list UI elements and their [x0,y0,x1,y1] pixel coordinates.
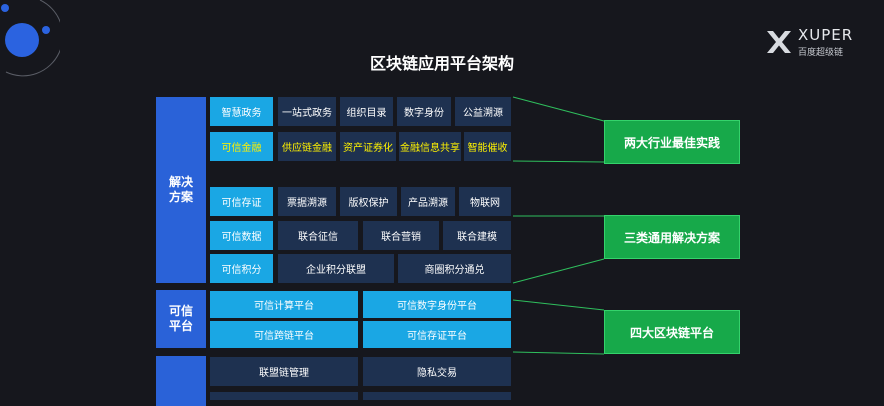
cell-trusted-digital-identity-platform: 可信数字身份平台 [363,291,511,318]
cell-trusted-cross-chain-platform: 可信跨链平台 [210,321,358,348]
cell-copyright-protection: 版权保护 [340,187,397,216]
connector-line [512,96,605,122]
cell-joint-marketing: 联合营销 [363,221,439,250]
section-solution: 解决方案 [156,97,206,283]
cell-trusted-data: 可信数据 [210,221,273,250]
logo-subtitle: 百度超级链 [798,48,844,58]
cell-base-partial-left [210,392,358,400]
connector-line [512,258,605,284]
cell-iot: 物联网 [459,187,511,216]
cell-one-stop-government: 一站式政务 [278,97,336,126]
cell-org-directory: 组织目录 [340,97,393,126]
decorative-orbit [1,0,60,77]
cell-supply-chain-finance: 供应链金融 [278,132,336,161]
connector-line [512,299,605,311]
connector-line [512,351,605,355]
cell-business-points-exchange: 商圈积分通兑 [398,254,511,283]
cell-trusted-computing-platform: 可信计算平台 [210,291,358,318]
callout-general-solutions: 三类通用解决方案 [604,215,740,259]
cell-trusted-evidence: 可信存证 [210,187,273,216]
section-platform-label: 可信平台 [168,304,193,333]
cell-smart-collection: 智能催收 [464,132,511,161]
cell-base-partial-right [363,392,511,400]
connector-line [512,160,605,163]
cell-trusted-finance: 可信金融 [210,132,273,161]
section-solution-label: 解决方案 [168,175,193,204]
cell-charity-tracing: 公益溯源 [455,97,511,126]
xuper-logo-mark-icon [767,31,791,53]
page-title: 区块链应用平台架构 [369,54,514,73]
cell-asset-securitization: 资产证券化 [340,132,396,161]
cell-trusted-points: 可信积分 [210,254,273,283]
cell-enterprise-points-alliance: 企业积分联盟 [278,254,394,283]
logo-name: XUPER [798,26,854,44]
cell-smart-government: 智慧政务 [210,97,273,126]
section-base [156,356,206,406]
xuper-logo: XUPER 百度超级链 [764,26,874,60]
cell-ticket-tracing: 票据溯源 [278,187,336,216]
section-platform: 可信平台 [156,290,206,348]
cell-finance-info-sharing: 金融信息共享 [399,132,461,161]
cell-digital-identity: 数字身份 [397,97,451,126]
cell-joint-modeling: 联合建模 [443,221,511,250]
callout-industry-best-practices: 两大行业最佳实践 [604,120,740,164]
cell-joint-credit: 联合征信 [278,221,358,250]
callout-blockchain-platforms: 四大区块链平台 [604,310,740,354]
cell-trusted-evidence-platform: 可信存证平台 [363,321,511,348]
cell-private-transaction: 隐私交易 [363,357,511,386]
cell-consortium-chain-management: 联盟链管理 [210,357,358,386]
cell-product-tracing: 产品溯源 [401,187,455,216]
